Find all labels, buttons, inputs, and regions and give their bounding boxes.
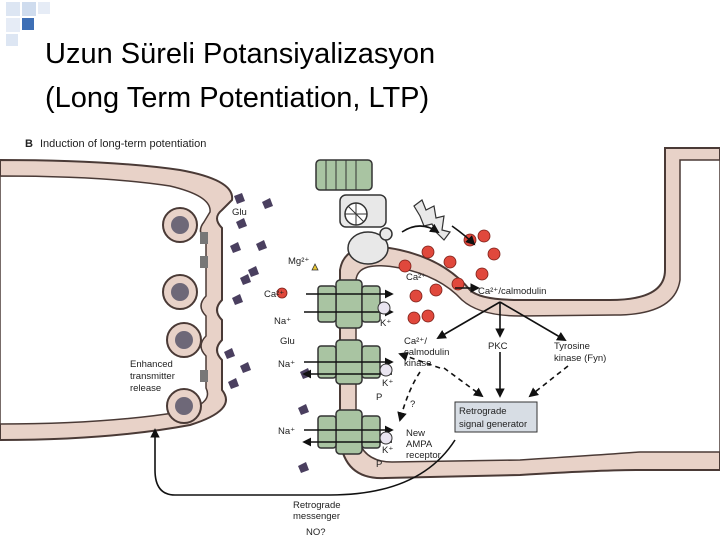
release-sites bbox=[200, 232, 208, 382]
label-tyrosine-2: kinase (Fyn) bbox=[554, 353, 606, 364]
label-messenger-2: messenger bbox=[293, 511, 340, 522]
label-pkc: PKC bbox=[488, 341, 508, 352]
phosphate-groups bbox=[377, 301, 393, 445]
label-na-3: Na⁺ bbox=[278, 426, 295, 437]
label-enhanced-1: Enhanced bbox=[130, 359, 173, 370]
label-p-1: P bbox=[376, 392, 382, 403]
label-new-3: receptor bbox=[406, 450, 441, 461]
label-ca-post: Ca²⁺ bbox=[406, 272, 426, 283]
slide-title: Uzun Süreli Potansiyalizasyon (Long Term… bbox=[45, 32, 435, 120]
synaptic-vesicles bbox=[162, 207, 202, 424]
signaling-arrows bbox=[397, 223, 569, 422]
label-glu-top: Glu bbox=[232, 207, 247, 218]
label-mg: Mg²⁺ bbox=[288, 256, 309, 267]
vesicle bbox=[166, 322, 202, 358]
label-k-1: K⁺ bbox=[380, 318, 391, 329]
label-ca-channel: Ca²⁺ bbox=[264, 289, 284, 300]
top-channel-cluster bbox=[315, 159, 393, 265]
label-k-3: K⁺ bbox=[382, 445, 393, 456]
label-glu-2: Glu bbox=[280, 336, 295, 347]
panel-letter: B bbox=[25, 138, 33, 150]
vesicle bbox=[166, 388, 202, 424]
label-new-2: AMPA bbox=[406, 439, 433, 450]
label-new-1: New bbox=[406, 428, 425, 439]
label-messenger-1: Retrograde bbox=[293, 500, 341, 511]
title-line-1: Uzun Süreli Potansiyalizasyon bbox=[45, 38, 436, 70]
label-p-2: P bbox=[376, 459, 382, 470]
label-question: ? bbox=[410, 399, 415, 410]
label-na-2: Na⁺ bbox=[278, 359, 295, 370]
title-line-2: (Long Term Potentiation, LTP) bbox=[45, 82, 430, 114]
label-k-2: K⁺ bbox=[382, 378, 393, 389]
label-no: NO? bbox=[306, 527, 326, 538]
label-enhanced-2: transmitter bbox=[130, 371, 175, 382]
label-camk-3: kinase bbox=[404, 358, 431, 369]
retrograde-signal-generator-box: Retrograde signal generator bbox=[454, 401, 538, 433]
label-camk-1: Ca²⁺/ bbox=[404, 336, 427, 347]
label-ca-calmodulin: Ca²⁺/calmodulin bbox=[478, 286, 546, 297]
retrograde-messenger-path bbox=[150, 428, 456, 496]
retro-box-line-1: Retrograde bbox=[459, 406, 507, 417]
ampa-receptor bbox=[302, 339, 394, 385]
retro-box-line-2: signal generator bbox=[459, 419, 527, 430]
label-camk-2: calmodulin bbox=[404, 347, 449, 358]
label-tyrosine-1: Tyrosine bbox=[554, 341, 590, 352]
vesicle bbox=[162, 274, 198, 310]
nmda-receptor bbox=[304, 263, 394, 329]
new-ampa-receptor bbox=[302, 409, 394, 455]
vesicle bbox=[162, 207, 198, 243]
glutamate-molecules bbox=[224, 193, 311, 473]
diagram-labels: Glu Mg²⁺ Ca²⁺ Ca²⁺ Ca²⁺/calmodulin Na⁺ G… bbox=[130, 207, 606, 538]
membrane-fragment bbox=[413, 199, 452, 241]
panel-title: Induction of long-term potentiation bbox=[40, 138, 206, 150]
label-enhanced-3: release bbox=[130, 383, 161, 394]
label-na-1: Na⁺ bbox=[274, 316, 291, 327]
